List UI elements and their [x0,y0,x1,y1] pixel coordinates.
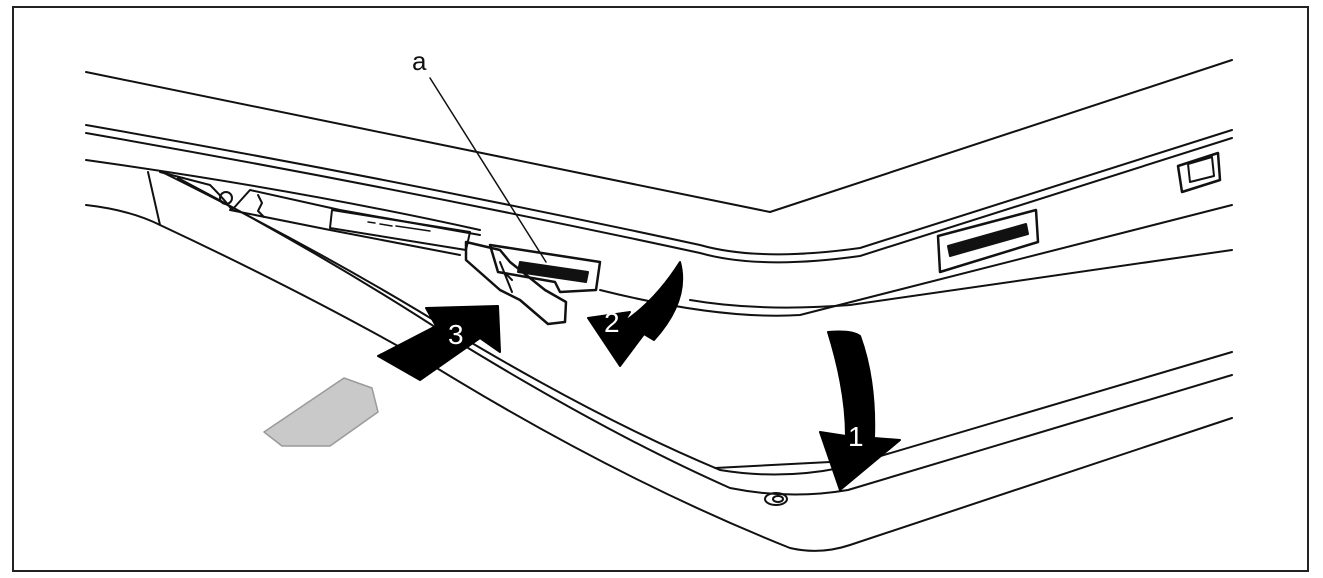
base-latch [764,492,788,506]
sim-slot-opening [517,261,589,283]
step-3-label: 3 [448,319,464,350]
arrow-step-3 [377,305,501,381]
arrow-step-1 [819,330,901,491]
callout-a-label: a [412,46,427,76]
base-side-lower [689,249,1233,309]
hinge-mark [257,194,265,218]
callout-a-leader [429,77,547,263]
base-bottom-line [714,461,831,469]
slot-cover-inner [161,171,1233,476]
side-port-large [936,208,1040,274]
slot-label-marks [367,221,431,232]
sim-card [263,377,379,447]
slot-cover-inner-2 [177,177,1233,496]
slot-recess [159,171,481,236]
lid-top-edge [85,59,1233,213]
screw-hole-left [219,191,233,205]
side-port-large-inner [947,223,1029,257]
slot-latch [464,240,568,326]
arrow-step-2 [587,261,684,367]
slot-cover-outer [147,171,1233,552]
figure-border [12,6,1309,572]
base-latch-inner [772,495,784,503]
lid-seam-line [85,132,1233,264]
lid-lower-edge [85,124,1233,256]
base-side-upper [599,204,1233,317]
step-2-label: 2 [604,307,620,338]
step-1-label: 1 [848,421,864,452]
base-left-front [85,204,161,226]
side-port-small-inner [1187,156,1215,183]
sim-slot-connector [488,243,602,294]
side-port-small [1176,151,1222,194]
base-top-edge [85,159,481,231]
slot-latch-detail [499,261,513,293]
